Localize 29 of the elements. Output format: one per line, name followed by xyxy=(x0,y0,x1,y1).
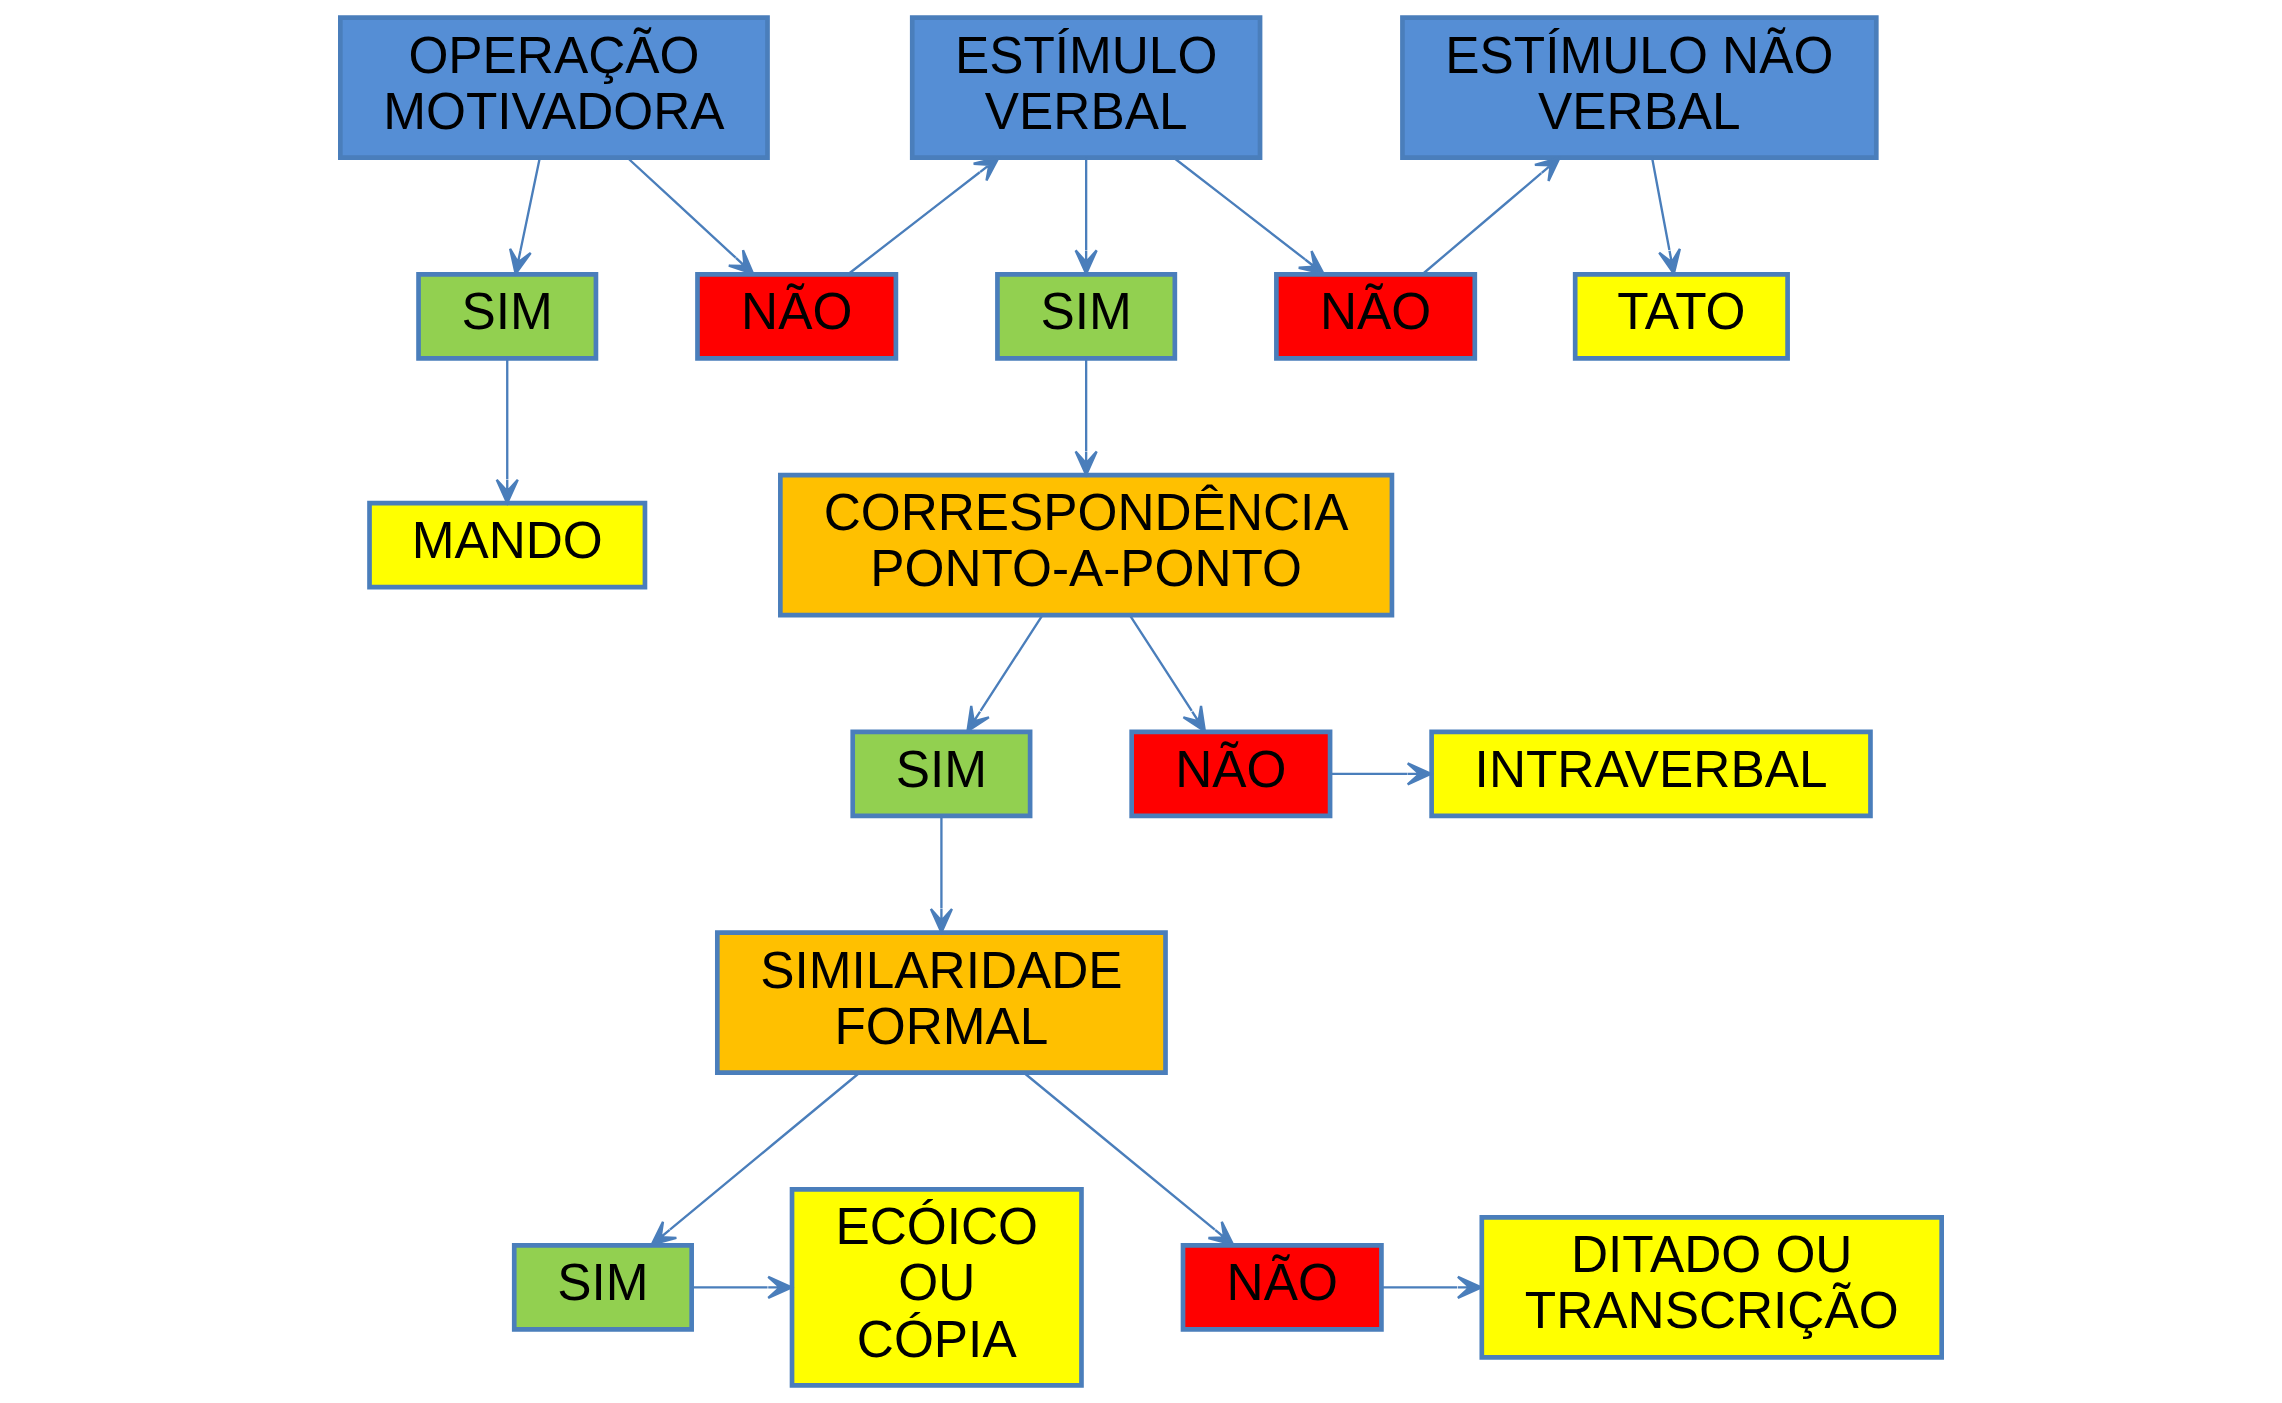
node-box: ESTÍMULO NÃO VERBAL xyxy=(1400,15,1879,160)
arrow xyxy=(1074,157,1098,275)
node-box: MANDO xyxy=(367,500,648,590)
arrow xyxy=(1074,358,1098,477)
arrow xyxy=(1129,614,1207,733)
arrow xyxy=(1330,762,1433,786)
node-box: TATO xyxy=(1572,272,1790,361)
arrow xyxy=(508,157,541,275)
arrow xyxy=(1650,157,1682,275)
arrow xyxy=(692,1275,793,1300)
node-box: INTRAVERBAL xyxy=(1429,729,1873,819)
arrow xyxy=(1382,1275,1483,1300)
node-box: ESTÍMULO VERBAL xyxy=(909,15,1263,160)
node-box: NÃO xyxy=(1274,272,1478,361)
node-box: NÃO xyxy=(1129,729,1333,819)
arrow xyxy=(966,614,1044,733)
node-box: NÃO xyxy=(1180,1243,1384,1332)
node-box: NÃO xyxy=(695,272,899,361)
node-box: OPERAÇÃO MOTIVADORA xyxy=(338,15,770,160)
node-box: ECÓICO OU CÓPIA xyxy=(789,1187,1084,1388)
node-box: CORRESPONDÊNCIA PONTO-A-PONTO xyxy=(778,472,1395,618)
node-box: SIMILARIDADE FORMAL xyxy=(715,930,1168,1075)
node-box: DITADO OU TRANSCRIÇÃO xyxy=(1479,1215,1944,1360)
node-box: SIM xyxy=(416,272,599,361)
arrow xyxy=(495,358,519,505)
node-box: SIM xyxy=(850,729,1033,819)
arrow xyxy=(929,816,954,934)
node-box: SIM xyxy=(995,272,1178,361)
node-box: SIM xyxy=(511,1243,694,1332)
